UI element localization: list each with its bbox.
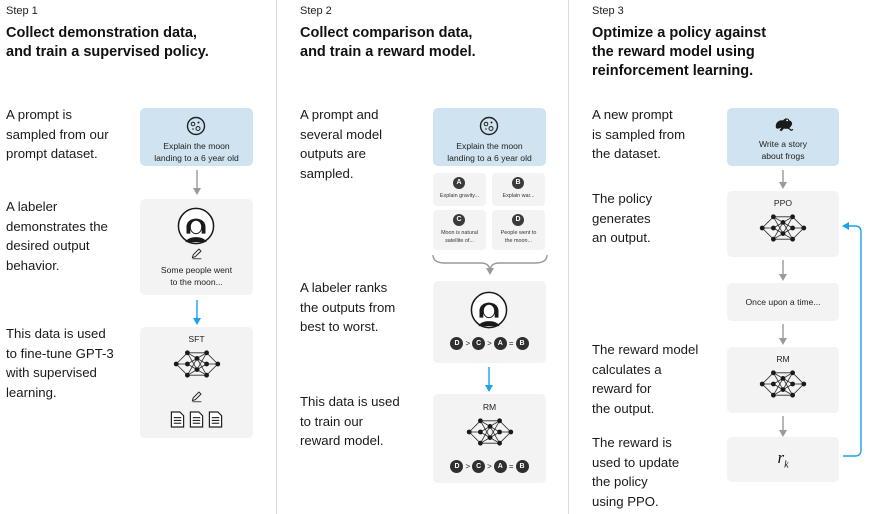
column-divider — [276, 0, 277, 514]
policy-output-text: Once upon a time... — [745, 297, 821, 307]
output-letter-badge: B — [512, 177, 524, 189]
model-label: RM — [482, 402, 497, 412]
pencil-icon — [190, 247, 203, 260]
model-output-b: B Explain war... — [492, 173, 545, 206]
frog-icon — [773, 115, 795, 133]
person-icon — [177, 207, 215, 245]
step-title: Optimize a policy against the reward mod… — [592, 25, 767, 79]
flow-arrow — [193, 170, 201, 195]
model-output-a: A Explain gravity... — [433, 173, 486, 206]
neural-net-icon — [466, 415, 514, 449]
rank-symbol: > — [465, 339, 471, 348]
flow-arrow — [779, 170, 787, 189]
document-icon — [170, 411, 185, 428]
rank-symbol: > — [487, 462, 492, 471]
step3-column: Step 3 Optimize a policy against the rew… — [569, 0, 890, 514]
merge-bracket — [432, 254, 548, 275]
column-divider — [568, 0, 569, 514]
labeler-box: D>C>A=B — [433, 281, 546, 363]
flow-arrow-accent — [193, 300, 201, 325]
step1-column: Step 1 Collect demonstration data, and t… — [0, 0, 276, 514]
policy-output-box: Once upon a time... — [727, 283, 839, 321]
output-text: Explain war... — [502, 193, 535, 199]
rank-symbol: = — [508, 339, 514, 348]
rank-symbol: > — [465, 462, 471, 471]
output-letter-badge: D — [512, 214, 524, 226]
output-letter-badge: A — [453, 177, 465, 189]
model-label: RM — [776, 354, 790, 364]
document-icon — [208, 411, 223, 428]
rank-symbol: > — [487, 339, 492, 348]
person-icon — [470, 291, 508, 329]
flow-arrow — [779, 324, 787, 345]
step2-column: Step 2 Collect comparison data, and trai… — [277, 0, 568, 514]
ranking-row: D>C>A=B — [433, 337, 546, 350]
flow-arrow — [779, 416, 787, 437]
reward-value: rk — [777, 448, 789, 471]
step-title: Collect comparison data, and train a rew… — [300, 25, 476, 60]
neural-net-icon — [173, 347, 221, 381]
rank-badge: C — [472, 460, 486, 473]
step-label: Step 1 — [6, 5, 38, 17]
reward-box: rk — [727, 437, 839, 482]
pencil-icon — [190, 390, 203, 403]
output-letter-badge: C — [453, 214, 465, 226]
rank-badge: D — [450, 460, 464, 473]
model-label: SFT — [188, 334, 205, 344]
moon-icon — [479, 116, 499, 136]
flow-arrow — [779, 260, 787, 281]
step-title: Collect demonstration data, and train a … — [6, 25, 209, 60]
rank-badge: A — [493, 460, 507, 473]
output-text: Explain gravity... — [439, 193, 480, 199]
reward-model-box: RM — [727, 347, 839, 413]
reward-model-box: RM D>C>A=B — [433, 394, 546, 483]
step-label: Step 3 — [592, 5, 624, 17]
step-label: Step 2 — [300, 5, 332, 17]
document-icon — [189, 411, 204, 428]
model-label: PPO — [773, 198, 793, 208]
rank-symbol: = — [508, 462, 514, 471]
ranking-row: D>C>A=B — [433, 460, 546, 473]
rank-badge: B — [515, 460, 529, 473]
neural-net-icon — [759, 211, 807, 245]
flow-arrow-accent — [485, 367, 493, 392]
ppo-policy-box: PPO — [727, 191, 839, 257]
rank-badge: C — [472, 337, 486, 350]
rank-badge: B — [515, 337, 529, 350]
neural-net-icon — [759, 367, 807, 401]
rank-badge: A — [493, 337, 507, 350]
rank-badge: D — [450, 337, 464, 350]
moon-icon — [186, 116, 206, 136]
feedback-loop-arrow — [842, 222, 862, 457]
sft-model-box: SFT — [140, 327, 253, 438]
